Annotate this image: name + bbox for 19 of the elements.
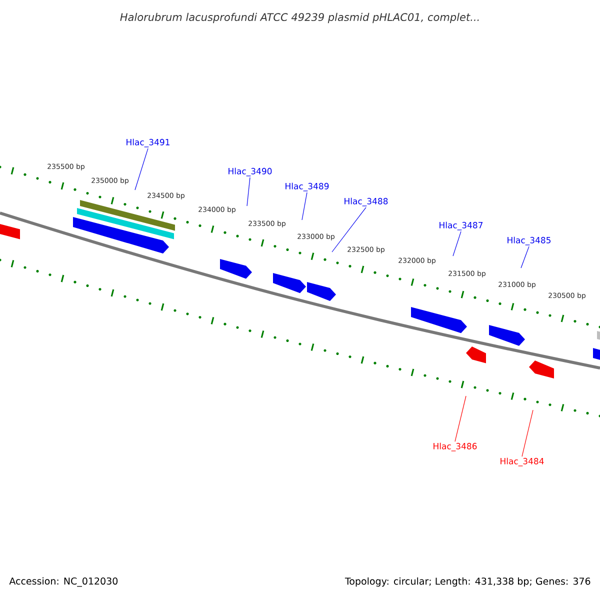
gene-label: Hlac_3484 — [500, 458, 544, 466]
gene-label: Hlac_3489 — [286, 182, 329, 192]
gene-label: Hlac_3485 — [508, 236, 551, 246]
summary-label: Topology: circular; Length: 431,338 bp; Genes: 376 — [344, 577, 590, 587]
leader-line — [522, 410, 534, 457]
gene-label: Hlac_3488 — [344, 198, 388, 206]
leader-line — [134, 148, 148, 190]
accession-label: Accession: NC_012030 — [9, 577, 118, 587]
gene-label: Hlac_3487 — [440, 222, 483, 230]
gene-label: Hlac_3490 — [228, 168, 272, 176]
leader-line — [452, 231, 462, 256]
leader-line — [302, 192, 308, 220]
leader-line — [520, 246, 530, 268]
leader-line — [454, 396, 466, 442]
leader-line — [332, 207, 366, 252]
gene-label: Hlac_3491 — [126, 138, 170, 148]
leader-line — [246, 177, 250, 206]
gene-label: Hlac_3486 — [434, 442, 477, 452]
title: Halorubrum lacusprofundi ATCC 49239 plasmid pHLAC01, complet... — [120, 12, 479, 24]
